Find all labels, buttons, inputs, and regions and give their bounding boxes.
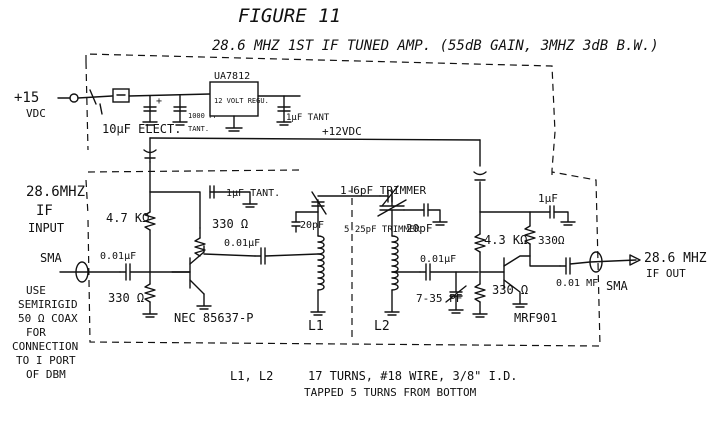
supply-rail bbox=[143, 137, 487, 213]
output-label: IF OUT bbox=[646, 267, 686, 280]
cap-couple-2-label: 0.01μF bbox=[420, 254, 456, 265]
stage-two-wiring bbox=[472, 205, 591, 318]
input-label-input: INPUT bbox=[28, 221, 64, 235]
cap-tune-1-label: 20pF bbox=[300, 220, 324, 231]
cap-supply-1-label: + bbox=[156, 96, 162, 107]
l2-label: L2 bbox=[374, 319, 390, 334]
r2-label: 330 Ω bbox=[212, 217, 248, 231]
cap-couple-1-label: 0.01μF bbox=[224, 238, 260, 249]
input-connector: SMA bbox=[40, 251, 62, 265]
trimmer-3-label: 7-35 PF bbox=[416, 292, 462, 305]
input-label-if: IF bbox=[36, 203, 53, 219]
shield-enclosure bbox=[85, 53, 601, 347]
voltage-regulator bbox=[209, 81, 259, 132]
coil-spec: 17 TURNS, #18 WIRE, 3/8" I.D. bbox=[308, 369, 518, 383]
cap-out-label: 0.01 MF bbox=[556, 278, 598, 289]
supply-rail-label: +12VDC bbox=[322, 125, 362, 138]
trimmer-2-label: 5-25pF TRIMMER bbox=[344, 225, 420, 235]
power-input-wiring bbox=[57, 88, 211, 126]
cap-tant-bias-label: 1μF TANT. bbox=[226, 188, 280, 199]
power-input-unit: VDC bbox=[26, 107, 46, 120]
r6-label: 330 Ω bbox=[492, 283, 528, 297]
r5-label: 330Ω bbox=[538, 234, 565, 247]
power-input-label: +15 bbox=[14, 90, 39, 106]
regulator-part: UA7812 bbox=[214, 71, 250, 82]
coil-ref: L1, L2 bbox=[230, 369, 273, 383]
output-freq: 28.6 MHZ bbox=[644, 251, 707, 266]
figure-label: FIGURE 11 bbox=[238, 5, 341, 27]
input-note-line: CONNECTION bbox=[12, 340, 78, 353]
input-note-line: SEMIRIGID bbox=[18, 298, 78, 311]
input-note-line: OF DBM bbox=[26, 368, 66, 381]
r4-label: 4.3 KΩ bbox=[484, 233, 527, 247]
cap-out-bypass-label: 1μF bbox=[538, 192, 558, 205]
cap-tune-2-label: 20pF bbox=[406, 222, 433, 235]
r1-label: 4.7 KΩ bbox=[106, 211, 149, 225]
regulator-label: 12 VOLT REGU. bbox=[214, 97, 269, 105]
l1-label: L1 bbox=[308, 319, 324, 334]
input-note-line: FOR bbox=[26, 326, 46, 339]
figure-title: 28.6 MHZ 1ST IF TUNED AMP. (55dB GAIN, 3… bbox=[212, 38, 659, 54]
trimmer-top-label: 1-6pF TRIMMER bbox=[340, 184, 426, 197]
output-sma-connector bbox=[589, 251, 641, 273]
input-note: USE SEMIRIGID 50 Ω COAX FOR CONNECTION T… bbox=[12, 284, 78, 381]
coil-tap: TAPPED 5 TURNS FROM BOTTOM bbox=[304, 386, 477, 399]
inductor-l2 bbox=[384, 235, 479, 316]
input-freq: 28.6MHZ bbox=[26, 184, 85, 200]
input-note-line: USE bbox=[26, 284, 46, 297]
cap-supply-2-label: 1000 PF bbox=[188, 112, 218, 120]
output-connector: SMA bbox=[606, 279, 628, 293]
stage-one-wiring bbox=[119, 185, 319, 318]
q1-label: NEC 85637-P bbox=[174, 311, 253, 325]
q2-label: MRF901 bbox=[514, 311, 557, 325]
input-note-line: TO I PORT bbox=[16, 354, 76, 367]
trimmer-coupling bbox=[377, 185, 448, 237]
cap-elect-label: 10μF ELECT. bbox=[102, 122, 181, 136]
cap-supply-2b-label: TANT. bbox=[188, 125, 209, 133]
cap-input-label: 0.01μF bbox=[100, 251, 136, 262]
r3-label: 330 Ω bbox=[108, 291, 144, 305]
input-note-line: 50 Ω COAX bbox=[18, 312, 78, 325]
inductor-l1 bbox=[291, 191, 381, 316]
cap-supply-3-label: 1μF TANT bbox=[286, 113, 330, 123]
input-sma-connector bbox=[59, 261, 121, 283]
regulator-output-cap bbox=[257, 95, 301, 126]
